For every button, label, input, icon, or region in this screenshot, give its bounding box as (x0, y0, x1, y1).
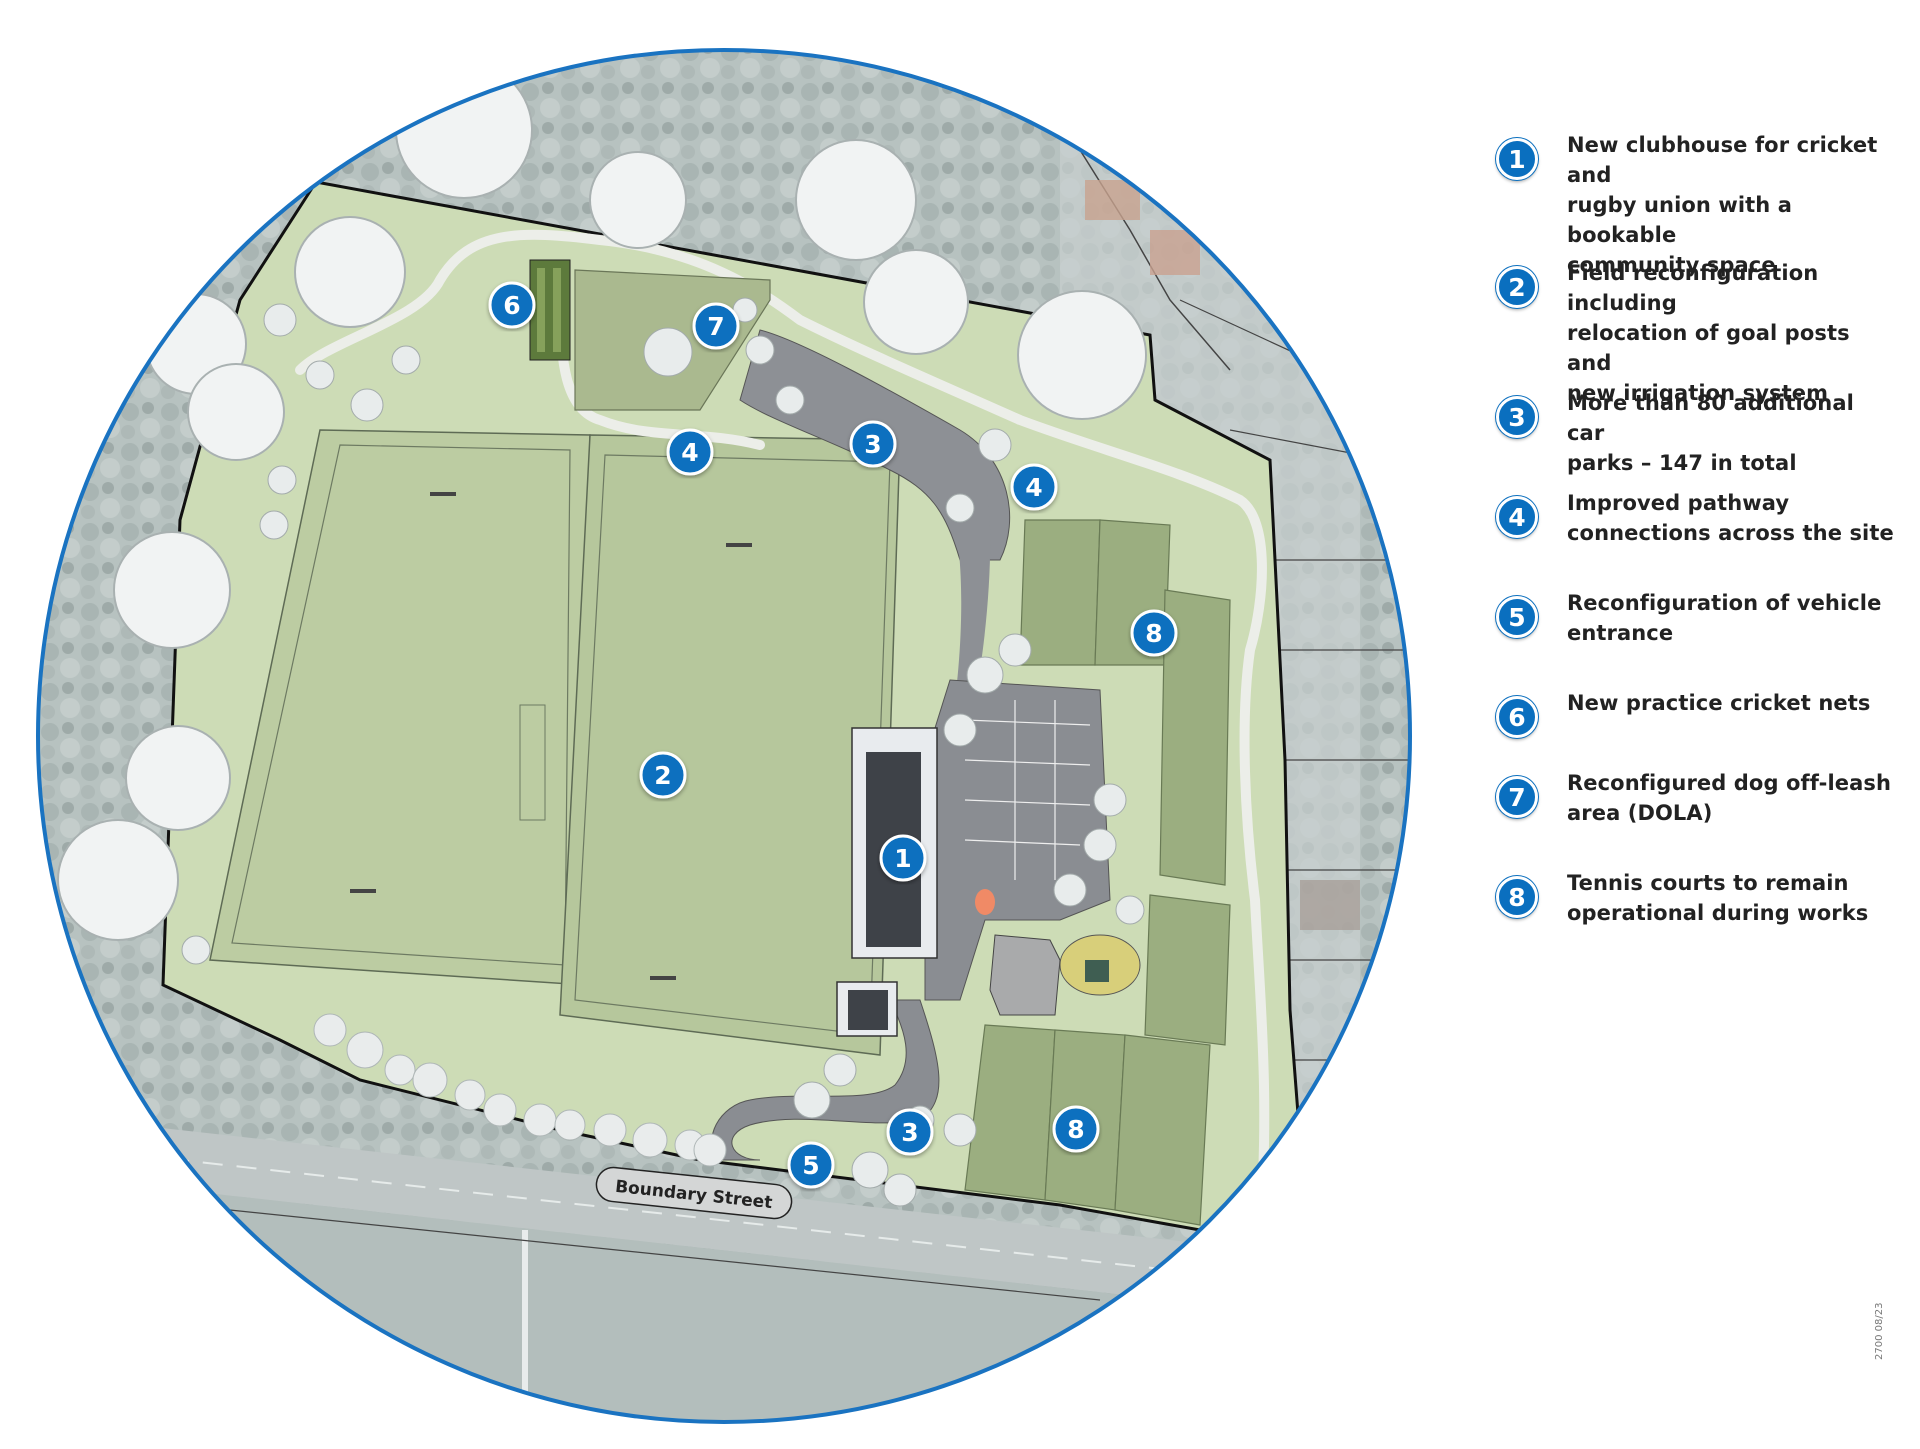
marker-circle (639, 751, 687, 799)
map-marker-3: 3 (849, 420, 897, 468)
legend-line: new irrigation system (1567, 381, 1829, 405)
legend-line: entrance (1567, 621, 1674, 645)
legend-line: More than 80 additional car (1567, 391, 1854, 445)
marker-circle (787, 1141, 835, 1189)
street-trees (313, 1013, 727, 1167)
legend-number-badge: 8 (1496, 876, 1538, 918)
marker-number: 8 (1145, 619, 1162, 648)
marker-number: 5 (802, 1151, 819, 1180)
marker-number: 6 (503, 291, 520, 320)
marker-number: 3 (864, 430, 881, 459)
legend-line: Reconfigured dog off-leash (1567, 771, 1892, 795)
legend-line: parks – 147 in total (1567, 451, 1797, 475)
legend-description: Field reconfiguration including relocatio… (1567, 258, 1897, 408)
legend-line: community space (1567, 253, 1776, 277)
tennis-courts (964, 519, 1231, 1226)
legend-description: Reconfiguration of vehicle entrance (1567, 588, 1897, 648)
legend-number-badge: 6 (1496, 696, 1538, 738)
legend-line: New clubhouse for cricket and (1567, 133, 1878, 187)
marker-number: 1 (894, 844, 911, 873)
map-lens-content (38, 50, 1410, 1422)
marker-number: 7 (707, 312, 724, 341)
legend-description: Reconfigured dog off-leash area (DOLA) (1567, 768, 1897, 828)
existing-building (989, 934, 1061, 1016)
map-marker-8: 8 (1052, 1105, 1100, 1153)
legend-number-badge: 1 (1496, 138, 1538, 180)
marker-circle (488, 281, 536, 329)
legend-number-badge: 7 (1496, 776, 1538, 818)
legend-line: Reconfiguration of vehicle (1567, 591, 1882, 615)
document-code: 2700 08/23 (1874, 1302, 1885, 1360)
legend-line: Tennis courts to remain (1567, 871, 1849, 895)
map-marker-4: 4 (1010, 463, 1058, 511)
marker-circle (666, 428, 714, 476)
marker-number: 2 (654, 761, 671, 790)
legend-line: operational during works (1567, 901, 1869, 925)
traffic-island (975, 889, 995, 915)
legend-description: New practice cricket nets (1567, 688, 1897, 718)
legend-line: Improved pathway (1567, 491, 1790, 515)
marker-circle (886, 1108, 934, 1156)
legend-line: rugby union with a bookable (1567, 193, 1793, 247)
map-marker-6: 6 (488, 281, 536, 329)
marker-circle (879, 834, 927, 882)
marker-circle (1010, 463, 1058, 511)
legend-description: Tennis courts to remain operational durin… (1567, 868, 1897, 928)
marker-number: 8 (1067, 1115, 1084, 1144)
playground-structure (1085, 960, 1109, 982)
legend-number-badge: 5 (1496, 596, 1538, 638)
map-marker-4: 4 (666, 428, 714, 476)
access-road (940, 480, 991, 700)
playing-fields (209, 429, 901, 1056)
map-marker-8: 8 (1130, 609, 1178, 657)
legend-number-badge: 2 (1496, 266, 1538, 308)
small-trees (181, 297, 1145, 1207)
canopy-trees (57, 61, 1147, 941)
lens-ring (36, 48, 1412, 1424)
marker-circle (692, 302, 740, 350)
parking-bay-lines (964, 700, 1091, 880)
marker-circle (1130, 609, 1178, 657)
legend-line: Field reconfiguration including (1567, 261, 1819, 315)
legend-number-badge: 3 (1496, 396, 1538, 438)
legend-line: connections across the site (1567, 521, 1894, 545)
legend-description: New clubhouse for cricket and rugby union… (1567, 130, 1897, 280)
map-marker-1: 1 (879, 834, 927, 882)
marker-number: 4 (1025, 473, 1042, 502)
marker-number: 4 (681, 438, 698, 467)
map-markers: 1 2 3 3 4 4 5 6 7 8 8 (488, 281, 1178, 1189)
legend-description: More than 80 additional car parks – 147 i… (1567, 388, 1897, 478)
legend-number-badge: 4 (1496, 496, 1538, 538)
legend-line: New practice cricket nets (1567, 691, 1871, 715)
map-marker-3: 3 (886, 1108, 934, 1156)
practice-cricket-nets (529, 259, 571, 361)
legend-description: Improved pathway connections across the s… (1567, 488, 1897, 548)
map-marker-7: 7 (692, 302, 740, 350)
marker-circle (849, 420, 897, 468)
legend-line: area (DOLA) (1567, 801, 1713, 825)
clubhouse-building (836, 727, 938, 1037)
map-marker-5: 5 (787, 1141, 835, 1189)
marker-circle (1052, 1105, 1100, 1153)
legend-line: relocation of goal posts and (1567, 321, 1850, 375)
north-pathway (295, 229, 1270, 1235)
marker-number: 3 (901, 1118, 918, 1147)
map-marker-2: 2 (639, 751, 687, 799)
